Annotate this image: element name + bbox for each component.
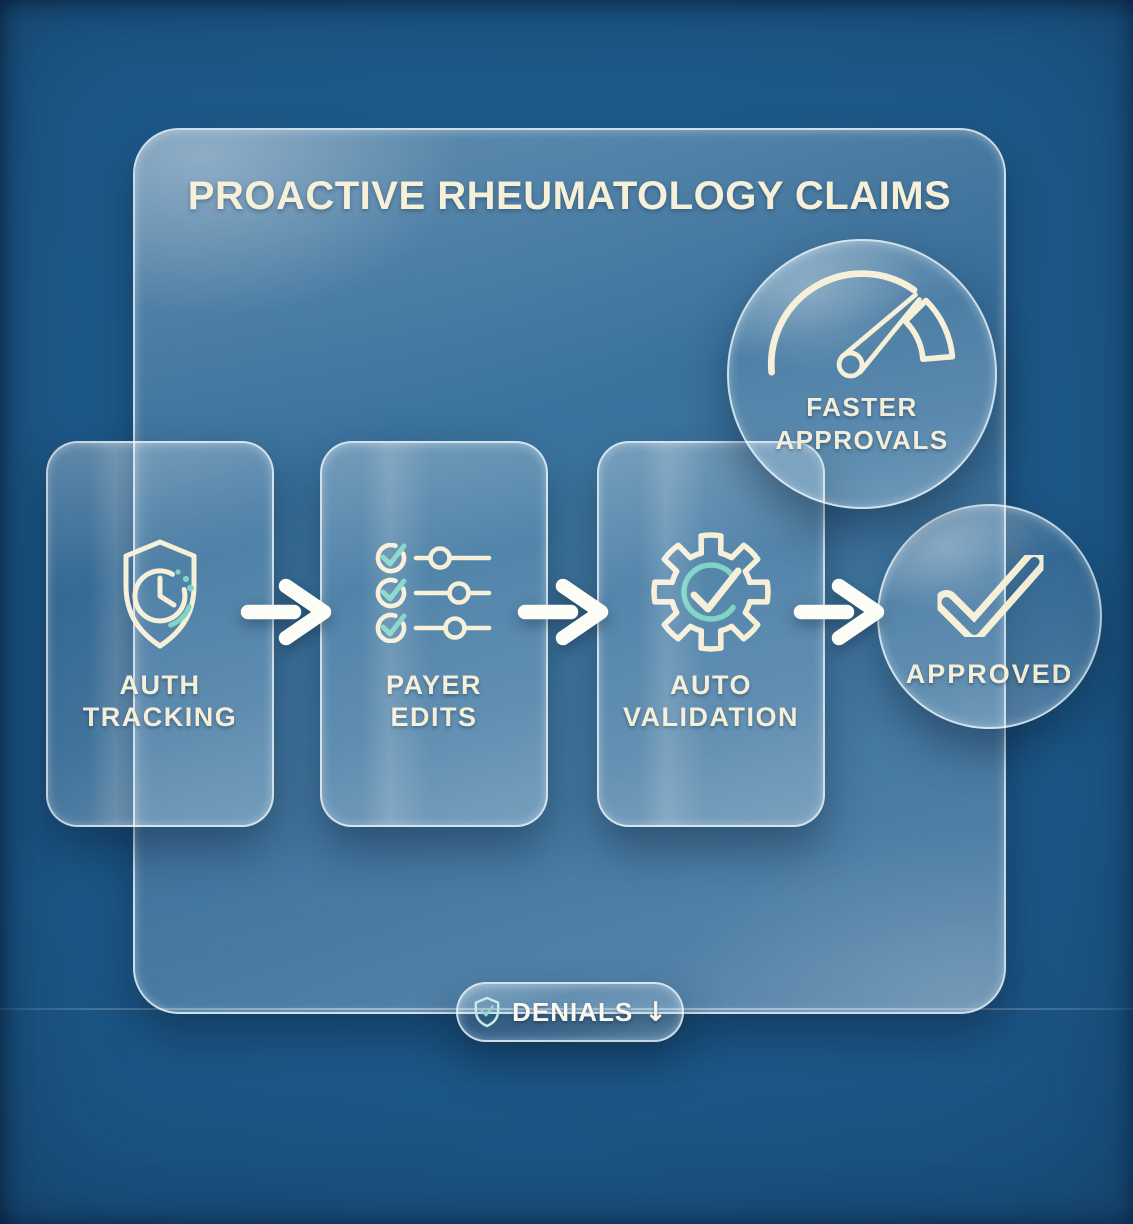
arrow-right-icon (240, 578, 332, 646)
down-arrow-icon: ↓ (644, 996, 667, 1028)
step-card-auto-validation: AUTO VALIDATION (597, 441, 825, 827)
arrow-right-icon (793, 578, 885, 646)
shield-clock-icon (123, 539, 197, 649)
approved-circle: APPROVED (877, 504, 1102, 729)
step-card-auth-tracking: AUTH TRACKING (46, 441, 274, 827)
gear-check-icon (651, 532, 771, 652)
checklist-sliders-icon (375, 543, 492, 643)
step-label-payer-edits: PAYER EDITS (385, 670, 483, 732)
step-label-auth-tracking: AUTH TRACKING (82, 670, 238, 732)
denials-label: DENIALS (512, 996, 634, 1027)
shield-check-icon (474, 996, 500, 1028)
approved-label: APPROVED (905, 659, 1074, 689)
page-title: PROACTIVE RHEUMATOLOGY CLAIMS (187, 174, 952, 218)
checkmark-icon (934, 550, 1046, 642)
arrow-right-icon (517, 578, 609, 646)
speedometer-icon (767, 270, 956, 379)
background-highlight-line (0, 1008, 1133, 1010)
faster-approvals-badge: FASTER APPROVALS (727, 239, 997, 509)
step-label-auto-validation: AUTO VALIDATION (623, 670, 799, 732)
step-card-payer-edits: PAYER EDITS (320, 441, 548, 827)
denials-pill: DENIALS ↓ (456, 982, 684, 1042)
faster-approvals-label: FASTER APPROVALS (775, 392, 949, 455)
